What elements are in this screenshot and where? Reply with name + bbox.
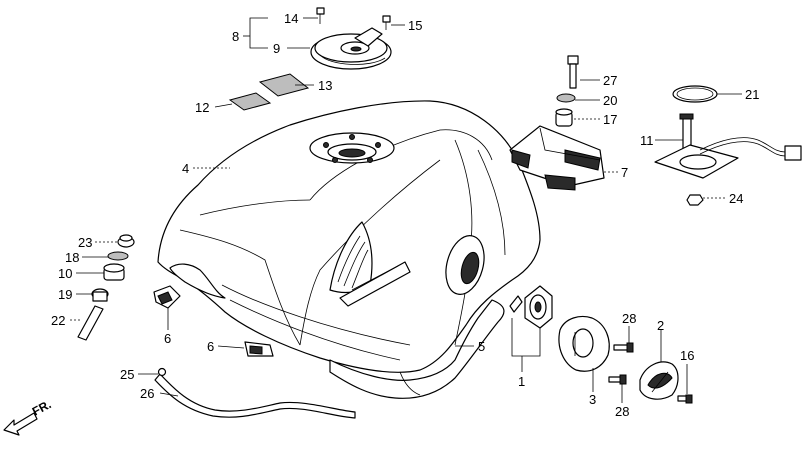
screw-28-lower bbox=[608, 374, 627, 385]
fuel-tank bbox=[157, 100, 541, 399]
callout-17: 17 bbox=[603, 112, 617, 127]
nut-24 bbox=[686, 194, 704, 206]
front-arrow-icon bbox=[3, 412, 38, 436]
callout-25: 25 bbox=[120, 367, 134, 382]
callout-4: 4 bbox=[182, 161, 189, 176]
washer-18 bbox=[107, 251, 129, 261]
front-direction-indicator: FR. bbox=[3, 397, 53, 436]
callout-11: 11 bbox=[640, 133, 654, 148]
callout-9: 9 bbox=[273, 41, 280, 56]
callout-21: 21 bbox=[745, 87, 759, 102]
callout-23: 23 bbox=[78, 235, 92, 250]
bolt-22 bbox=[77, 305, 104, 341]
screw-28-upper bbox=[613, 342, 634, 353]
mounting-bracket bbox=[509, 125, 605, 191]
callout-22: 22 bbox=[51, 313, 65, 328]
leader-lines bbox=[70, 17, 742, 403]
callout-5: 5 bbox=[478, 339, 485, 354]
callout-6-upper: 6 bbox=[164, 331, 171, 346]
fuel-filler-cap bbox=[310, 27, 392, 70]
fuel-cock bbox=[509, 285, 553, 329]
fuel-sender-unit bbox=[654, 113, 802, 179]
callout-26: 26 bbox=[140, 386, 154, 401]
clip-25 bbox=[157, 367, 167, 377]
cap-bolt-14 bbox=[316, 7, 325, 24]
callout-20: 20 bbox=[603, 93, 617, 108]
callout-18: 18 bbox=[65, 250, 79, 265]
cover-3 bbox=[558, 315, 610, 372]
label-12 bbox=[228, 92, 272, 111]
callout-2: 2 bbox=[657, 318, 664, 333]
cap-bolt-15 bbox=[382, 15, 391, 30]
label-13 bbox=[258, 73, 310, 97]
callout-7: 7 bbox=[621, 165, 628, 180]
callout-19: 19 bbox=[58, 287, 72, 302]
callout-28-upper: 28 bbox=[622, 311, 636, 326]
collar-17 bbox=[555, 108, 573, 127]
callout-8: 8 bbox=[232, 29, 239, 44]
hose-26 bbox=[154, 373, 356, 419]
callout-27: 27 bbox=[603, 73, 617, 88]
callout-12: 12 bbox=[195, 100, 209, 115]
bolt-27 bbox=[567, 55, 579, 89]
grommet-10 bbox=[103, 263, 125, 281]
screw-16 bbox=[677, 394, 693, 404]
callout-10: 10 bbox=[58, 266, 72, 281]
callout-28-lower: 28 bbox=[615, 404, 629, 419]
washer-20 bbox=[556, 93, 576, 103]
callout-1: 1 bbox=[518, 374, 525, 389]
knob-2 bbox=[639, 361, 679, 400]
callout-16: 16 bbox=[680, 348, 694, 363]
callout-6-lower: 6 bbox=[207, 339, 214, 354]
switch-6-upper bbox=[153, 285, 181, 309]
callout-14: 14 bbox=[284, 11, 298, 26]
callout-3: 3 bbox=[589, 392, 596, 407]
cap-23 bbox=[117, 234, 135, 248]
callout-15: 15 bbox=[408, 18, 422, 33]
callout-13: 13 bbox=[318, 78, 332, 93]
callout-24: 24 bbox=[729, 191, 743, 206]
switch-6-lower bbox=[244, 341, 274, 357]
callout-numbers: 14 15 8 9 13 12 27 20 17 21 11 4 7 24 23… bbox=[51, 11, 759, 419]
collar-19 bbox=[91, 288, 109, 302]
